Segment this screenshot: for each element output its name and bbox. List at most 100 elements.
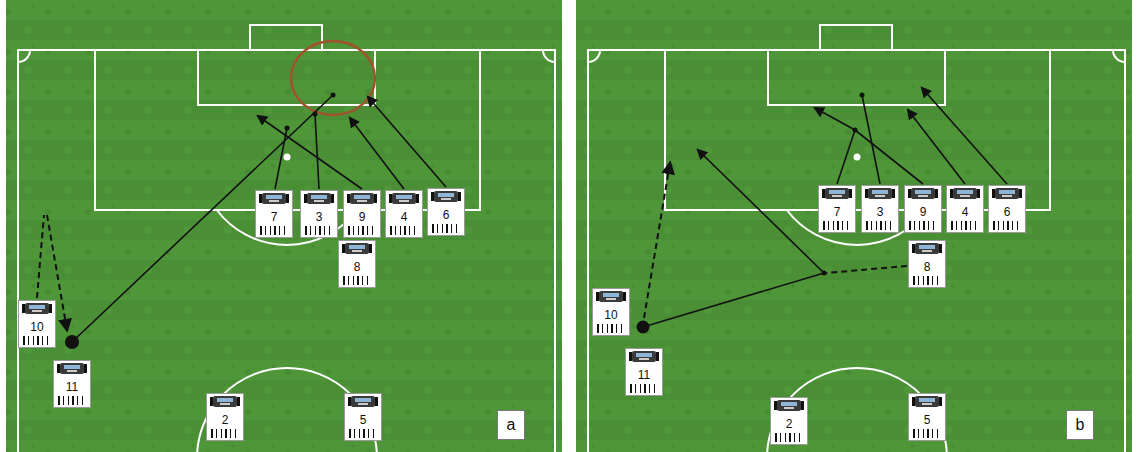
player-number: 8	[924, 259, 931, 275]
robot-body	[953, 188, 977, 199]
robot-wheel	[865, 189, 868, 198]
barcode-bar	[358, 226, 359, 235]
robot-body	[777, 400, 801, 411]
barcode-bar	[348, 276, 349, 285]
end-dot	[331, 93, 336, 98]
robot-marker	[357, 200, 367, 202]
robot-card: 7	[818, 185, 856, 233]
run-line	[644, 163, 670, 318]
robot-wheel	[629, 352, 632, 361]
move-line	[862, 95, 880, 184]
barcode-bar	[446, 224, 448, 233]
robot-wheel	[912, 244, 915, 253]
robot-marker	[64, 365, 80, 369]
robot-card: 8	[908, 240, 946, 288]
robot-body	[307, 193, 331, 204]
barcode-bar	[918, 429, 919, 438]
barcode-bar	[885, 221, 886, 230]
player-number: 10	[604, 307, 617, 323]
play-lines-a	[37, 41, 446, 342]
barcode-bar	[871, 221, 872, 230]
robot-marker	[67, 370, 77, 372]
player-number: 2	[222, 412, 229, 428]
robot-wheel	[84, 364, 87, 373]
barcode-bar	[932, 276, 933, 285]
move-line	[837, 130, 855, 184]
ball	[65, 335, 79, 349]
player-number: 5	[360, 412, 367, 428]
robot-marker	[220, 403, 230, 405]
barcode-bar	[890, 221, 891, 230]
robot-wheel	[939, 244, 942, 253]
barcode-bar	[274, 226, 276, 235]
robot-wheel	[596, 292, 599, 301]
barcode-bar	[343, 276, 345, 285]
robot-body	[60, 363, 84, 374]
robot-marker	[29, 305, 45, 309]
barcode-bar	[68, 396, 69, 405]
barcode-bar	[404, 226, 406, 235]
robot-body	[392, 193, 416, 204]
robot-body	[213, 396, 237, 407]
pass-line	[72, 95, 333, 342]
barcode-bar	[919, 221, 920, 230]
barcode-bar	[456, 224, 457, 233]
robot-marker	[999, 190, 1015, 194]
play-lines-b	[643, 88, 1007, 327]
robot-card: 11	[625, 348, 663, 396]
robot-marker	[314, 200, 324, 202]
robot-marker	[311, 195, 327, 199]
panel-letter: a	[507, 415, 516, 435]
robot-marker	[922, 250, 932, 252]
barcode-bar	[284, 226, 285, 235]
robot-body	[434, 191, 458, 202]
player-number: 11	[66, 379, 78, 395]
barcode-bar	[329, 226, 330, 235]
robot-wheel	[49, 304, 52, 313]
robot-card: 4	[946, 185, 984, 233]
robot-wheel	[1019, 189, 1022, 198]
barcode-bar	[823, 221, 825, 230]
robot-wheel	[939, 397, 942, 406]
robot-card: 9	[904, 185, 942, 233]
end-dot	[860, 93, 865, 98]
target-circle	[291, 41, 375, 115]
robot-marker	[918, 195, 928, 197]
barcode-bar	[799, 433, 800, 442]
pass-line	[698, 150, 824, 273]
barcode-bar	[937, 429, 938, 438]
robot-card: 6	[988, 185, 1026, 233]
barcode-bar	[432, 224, 434, 233]
barcode-bar	[970, 221, 971, 230]
robot-card: 7	[255, 190, 293, 238]
barcode-bar	[414, 226, 415, 235]
barcode-bar	[847, 221, 848, 230]
barcode-bar	[918, 276, 919, 285]
robot-marker	[636, 353, 652, 357]
barcode-bar	[951, 221, 953, 230]
robot-body	[995, 188, 1019, 199]
barcode-bar	[400, 226, 401, 235]
barcode-bar	[1007, 221, 1009, 230]
robot-card: 5	[908, 393, 946, 441]
robot-marker	[352, 250, 362, 252]
barcode-bar	[616, 324, 617, 333]
barcode-bar	[216, 429, 217, 438]
barcode-bar	[842, 221, 843, 230]
barcode-bar	[357, 276, 359, 285]
robot-marker	[957, 190, 973, 194]
barcode-bar	[47, 336, 48, 345]
barcode-bar	[367, 226, 368, 235]
robot-wheel	[342, 244, 345, 253]
barcode-bar	[1003, 221, 1004, 230]
barcode-bar	[833, 221, 834, 230]
barcode-bar	[348, 226, 350, 235]
robot-body	[599, 291, 623, 302]
barcode-bar	[451, 224, 452, 233]
player-number: 10	[30, 319, 43, 335]
barcode-bar	[260, 226, 262, 235]
barcode-bar	[367, 276, 368, 285]
robot-wheel	[774, 401, 777, 410]
barcode-bar	[395, 226, 396, 235]
barcode-bar	[362, 276, 363, 285]
